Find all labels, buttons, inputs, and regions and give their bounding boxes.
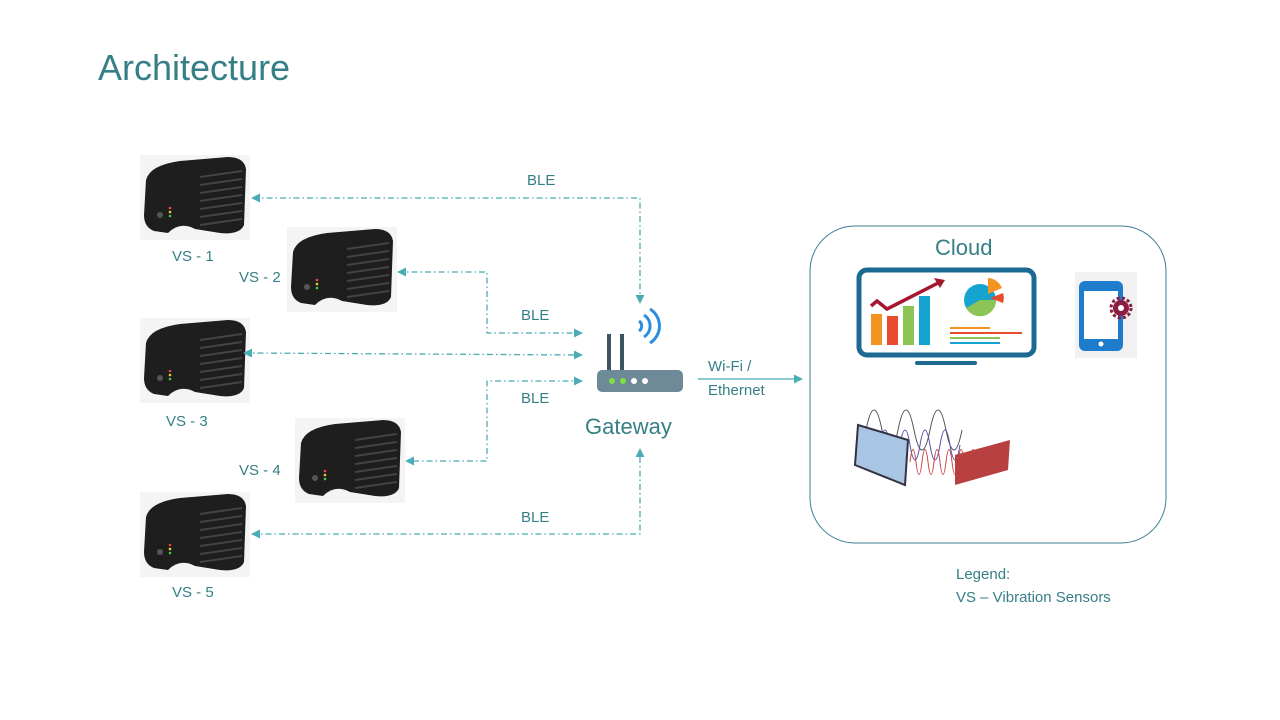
legend-entry: VS – Vibration Sensors (956, 589, 1111, 606)
ble-link-vs1 (251, 193, 645, 304)
ble-label: BLE (527, 172, 555, 189)
sensor-label: VS - 3 (166, 413, 208, 430)
ble-link-vs4 (405, 376, 583, 466)
vibration-sensor-2-image (286, 226, 398, 313)
sensor-label: VS - 4 (239, 462, 281, 479)
ble-link-vs2 (397, 267, 583, 338)
frequency-time-signal-icon (853, 409, 1010, 487)
ble-link-vs5 (251, 448, 645, 539)
sensor-label: VS - 2 (239, 269, 281, 286)
wifi-router-icon (597, 307, 683, 392)
ble-label: BLE (521, 390, 549, 407)
mobile-settings-icon (1075, 272, 1137, 358)
sensor-label: VS - 1 (172, 248, 214, 265)
uplink-label-line1: Wi-Fi / (708, 358, 752, 375)
vibration-sensor-1-image (139, 154, 251, 241)
dashboard-monitor-icon (856, 267, 1037, 365)
vibration-sensor-5-image (139, 491, 251, 578)
cloud-label: Cloud (935, 235, 992, 260)
slide-title: Architecture (98, 47, 290, 88)
legend-heading: Legend: (956, 566, 1010, 583)
gateway-label: Gateway (585, 414, 672, 439)
uplink-label-line2: Ethernet (708, 382, 766, 399)
cloud-container (809, 225, 1167, 544)
ble-label: BLE (521, 307, 549, 324)
vibration-sensor-3-image (139, 317, 251, 404)
sensor-label: VS - 5 (172, 584, 214, 601)
ble-link-vs3 (243, 348, 583, 360)
vibration-sensor-4-image (294, 417, 406, 504)
ble-label: BLE (521, 509, 549, 526)
